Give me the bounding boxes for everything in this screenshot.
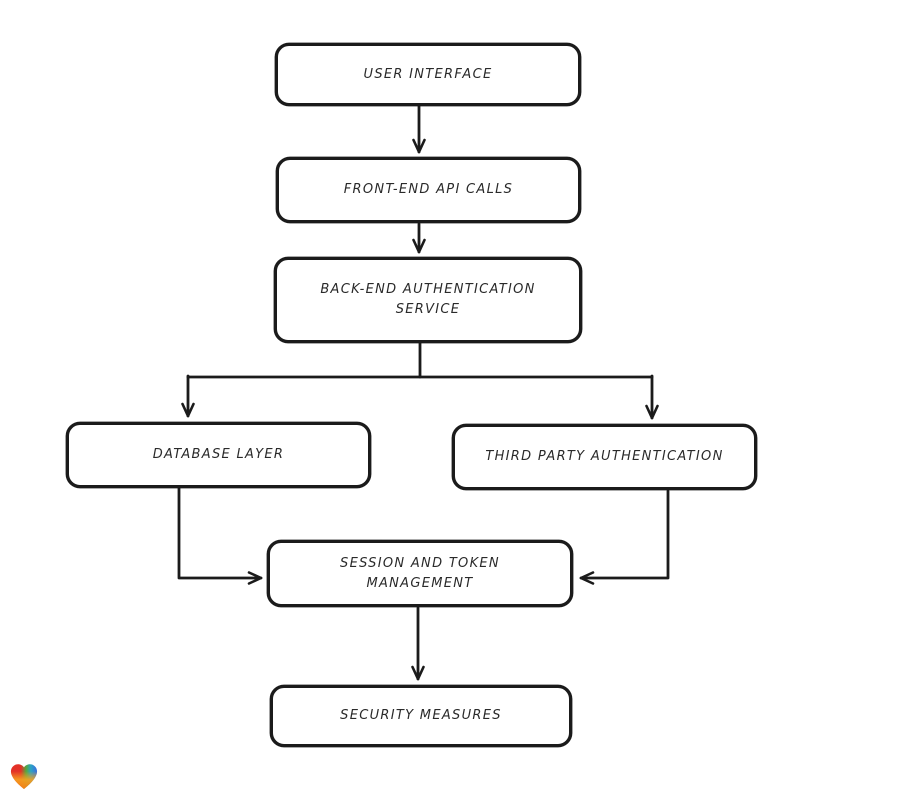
node-user-interface-label: USER INTERFACE xyxy=(363,66,493,82)
node-database-layer-label: DATABASE LAYER xyxy=(152,447,285,462)
node-third-party-authentication: THIRD PARTY AUTHENTICATION xyxy=(452,424,757,490)
gradient-heart-logo xyxy=(10,764,38,789)
edge-database-to-session xyxy=(177,486,263,585)
node-third-party-authentication-label: THIRD PARTY AUTHENTICATION xyxy=(485,449,724,464)
node-database-layer: DATABASE LAYER xyxy=(66,422,371,488)
node-front-end-api-calls: FRONT-END API CALLS xyxy=(276,157,581,223)
node-back-end-authentication-service: BACK-END AUTHENTICATION SERVICE xyxy=(274,257,582,343)
edge-thirdparty-to-session xyxy=(579,489,670,585)
node-back-end-authentication-service-label: BACK-END AUTHENTICATION SERVICE xyxy=(320,282,536,317)
node-security-measures-label: SECURITY MEASURES xyxy=(340,708,502,723)
node-security-measures: SECURITY MEASURES xyxy=(270,685,572,747)
node-session-and-token-management-label: SESSION AND TOKEN MANAGEMENT xyxy=(340,555,500,591)
node-front-end-api-calls-label: FRONT-END API CALLS xyxy=(343,182,514,197)
node-user-interface: USER INTERFACE xyxy=(275,43,581,106)
node-session-and-token-management: SESSION AND TOKEN MANAGEMENT xyxy=(267,540,573,607)
